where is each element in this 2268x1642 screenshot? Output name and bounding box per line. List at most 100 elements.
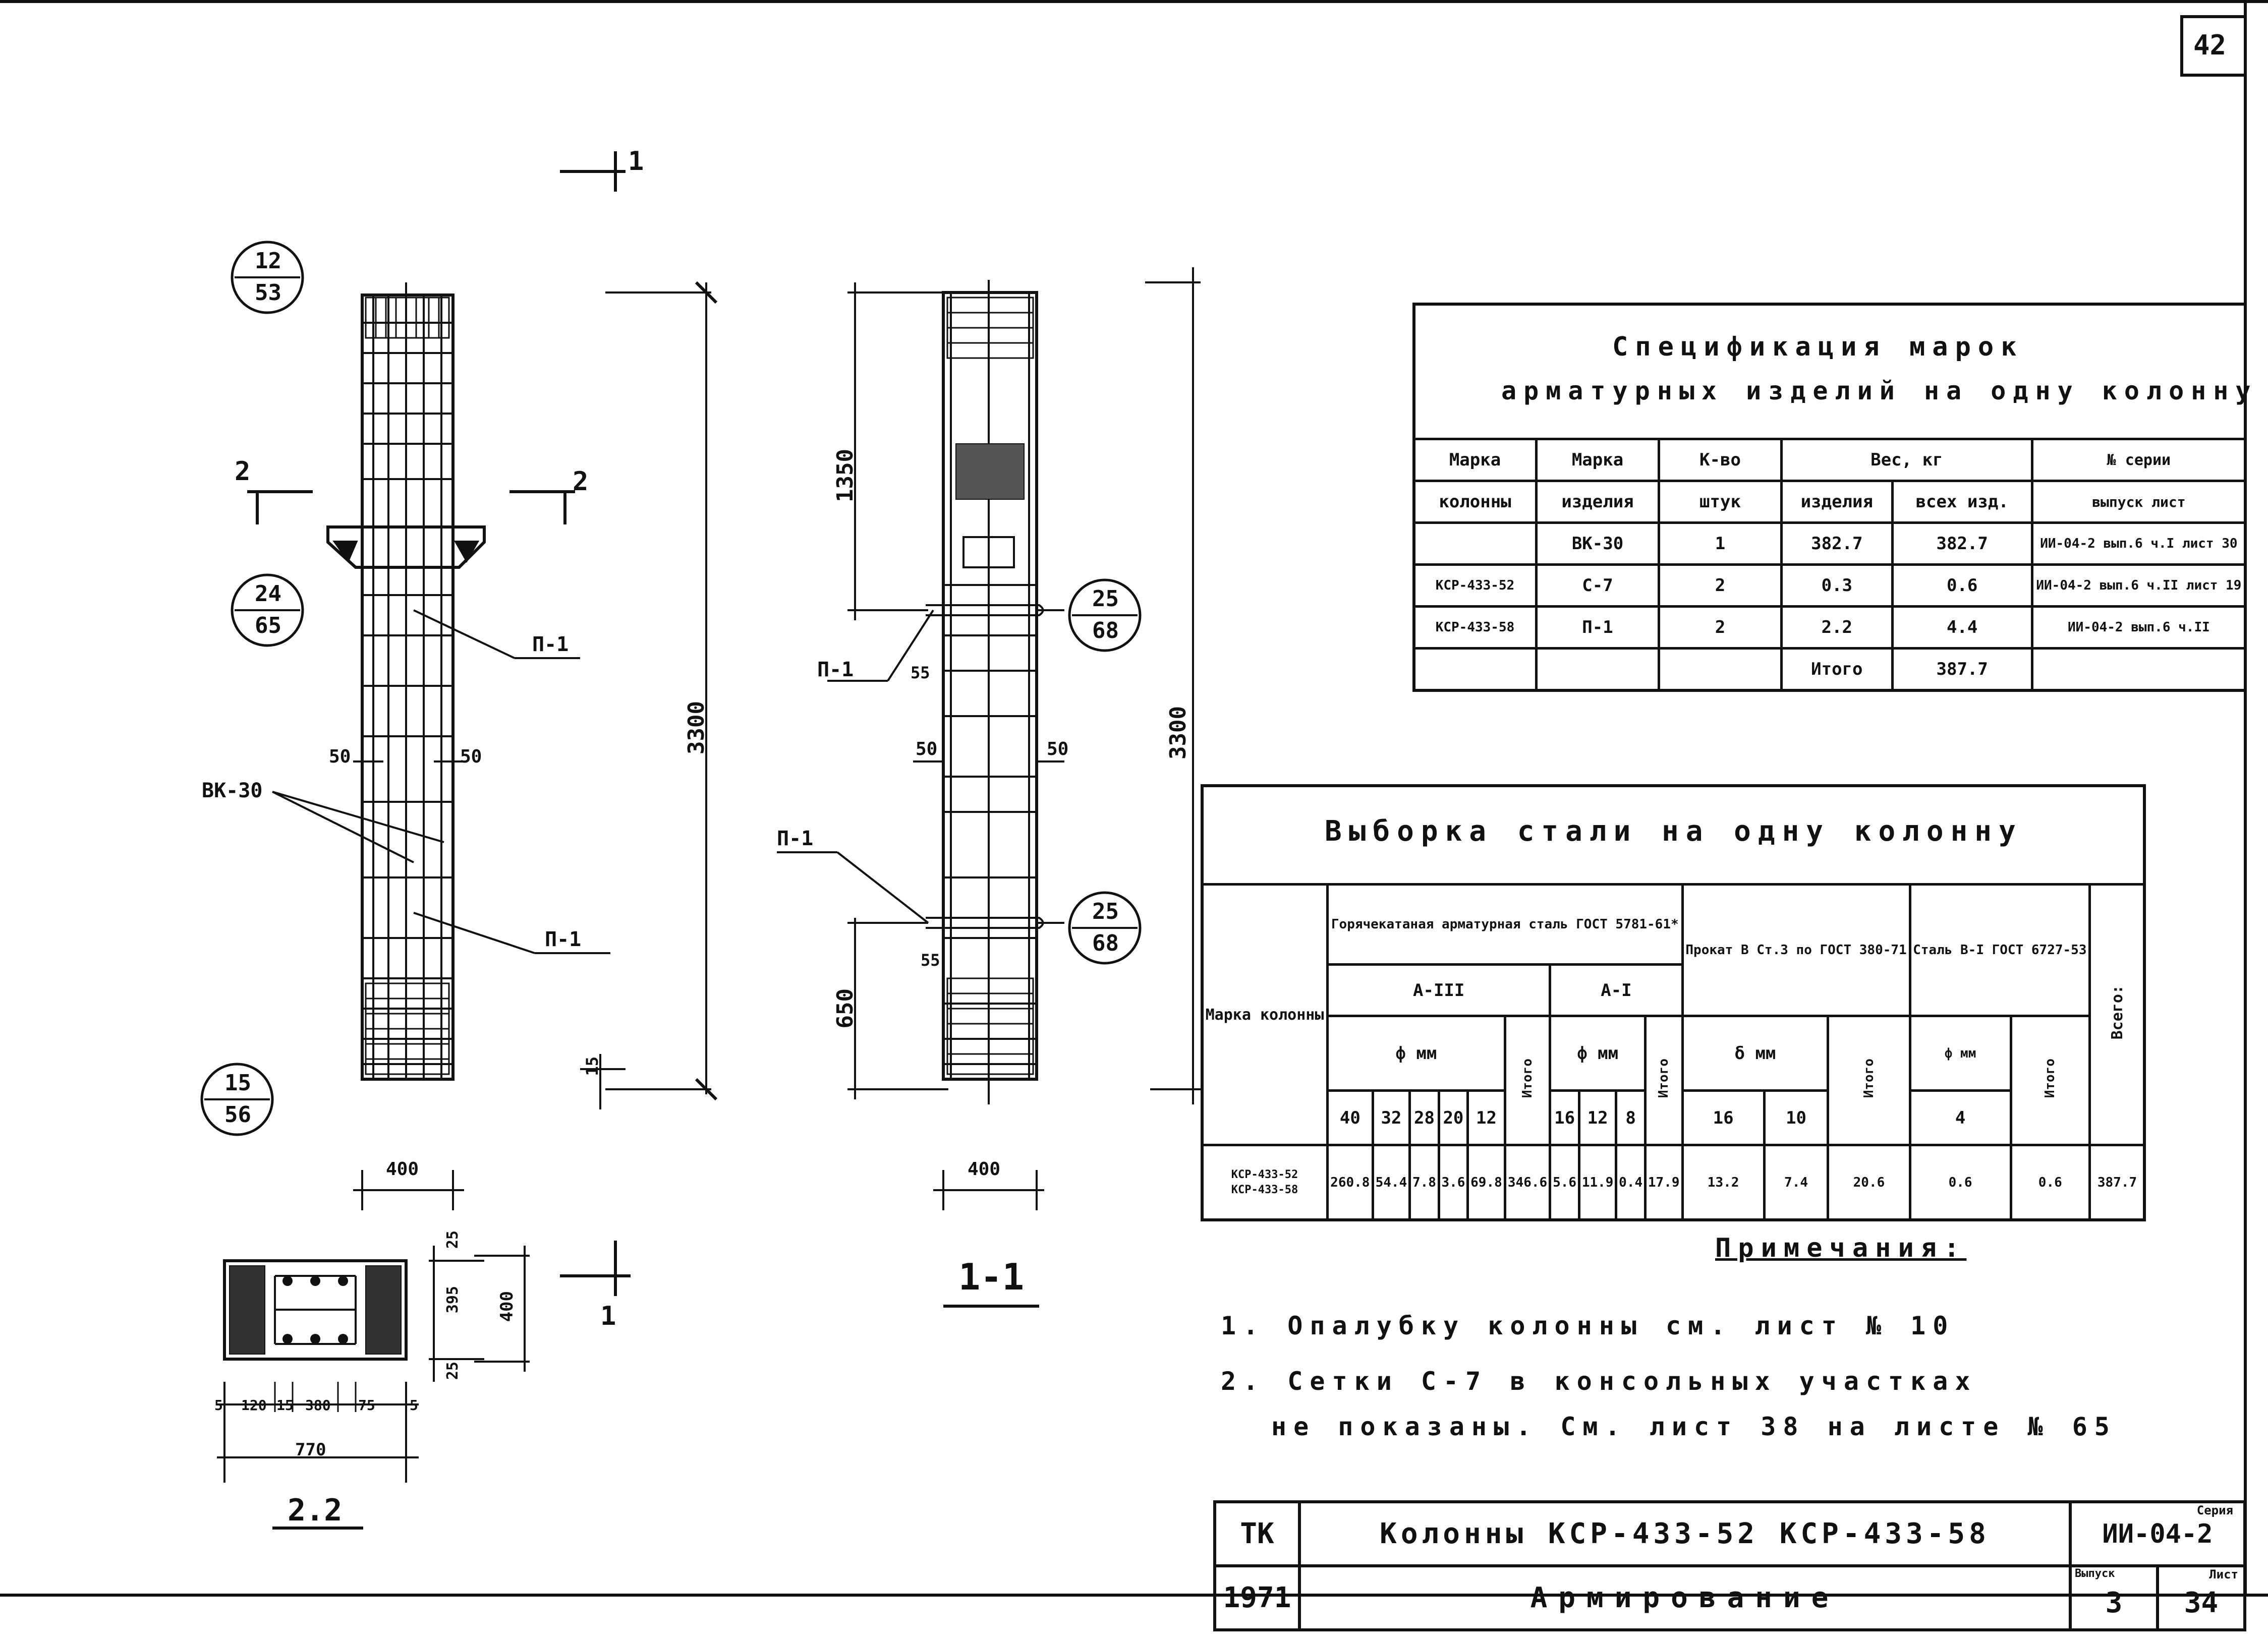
dim-50-left-a: 50 bbox=[329, 746, 351, 767]
dim-770: 770 bbox=[295, 1440, 326, 1460]
spec-row1-w-item: 382.7 bbox=[1780, 521, 1894, 566]
dim-50-right-b: 50 bbox=[1047, 739, 1069, 759]
dim-25-top: 25 bbox=[444, 1230, 462, 1249]
dim-3300-right: 3300 bbox=[1165, 706, 1191, 759]
title-block: ТК Колонны КСР-433-52 КСР-433-58 Серия И… bbox=[1213, 1500, 2246, 1631]
vyb-wire-phi: ф мм bbox=[1908, 1015, 2012, 1092]
tb-issue: 3 bbox=[2105, 1587, 2123, 1619]
vyb-v-r-16: 13.2 bbox=[1681, 1144, 1766, 1221]
vyb-d-w-4: 4 bbox=[1908, 1089, 2012, 1147]
tb-issue-cell: Выпуск 3 bbox=[2069, 1564, 2159, 1631]
spec-col-mark-h2: колонны bbox=[1412, 480, 1538, 524]
right-frame-line bbox=[2244, 0, 2247, 1597]
spec-row3-ref: ИИ-04-2 вып.6 ч.II bbox=[2030, 605, 2247, 650]
tb-year: 1971 bbox=[1213, 1564, 1301, 1631]
vyb-a3-phi: ф мм bbox=[1326, 1015, 1506, 1092]
vyb-d-28: 28 bbox=[1408, 1089, 1440, 1147]
vyb-d-40: 40 bbox=[1326, 1089, 1374, 1147]
vyb-rolled-total-h: Итого bbox=[1827, 1015, 1911, 1147]
dim-s-75: 75 bbox=[358, 1397, 375, 1414]
spec-series-sheet-h: лист bbox=[2151, 493, 2186, 510]
top-border bbox=[0, 0, 2268, 3]
spec-row1-qty: 1 bbox=[1658, 521, 1783, 566]
dim-55-a: 55 bbox=[911, 663, 930, 682]
vyb-v-r-total: 20.6 bbox=[1827, 1144, 1911, 1221]
spec-col-mark-2: КСР-433-58 bbox=[1412, 605, 1538, 650]
vyb-grand-total-h: Всего: bbox=[2088, 883, 2146, 1147]
dim-400-right: 400 bbox=[968, 1159, 1001, 1180]
spec-total-label: Итого bbox=[1780, 647, 1894, 691]
tb-sheet-label: Лист bbox=[2209, 1567, 2238, 1581]
cut-1-bottom-label: 1 bbox=[600, 1301, 616, 1331]
page-number: 42 bbox=[2193, 29, 2227, 61]
vyb-v-12: 69.8 bbox=[1466, 1144, 1506, 1221]
spec-col-mark-h1: Марка bbox=[1412, 438, 1538, 482]
bottom-border bbox=[0, 1594, 2268, 1597]
spec-table: Марка Марка К-во Вес, кг № серии колонны… bbox=[1412, 438, 2247, 691]
spec-total-empty-1 bbox=[1412, 647, 1538, 691]
dim-s-120: 120 bbox=[241, 1397, 267, 1414]
vyb-v-a1-16: 5.6 bbox=[1549, 1144, 1580, 1221]
vyb-v-32: 54.4 bbox=[1371, 1144, 1411, 1221]
vyb-d-r-16: 16 bbox=[1681, 1089, 1766, 1147]
spec-row2-ref: ИИ-04-2 вып.6 ч.II лист 19 bbox=[2030, 563, 2247, 608]
vyb-v-28: 7.8 bbox=[1408, 1144, 1440, 1221]
vyb-row-mark-1: КСР-433-52 bbox=[1231, 1168, 1298, 1181]
mark-p1-label-d: П-1 bbox=[777, 827, 814, 850]
vyb-group3: Сталь В-I ГОСТ 6727-53 bbox=[1908, 883, 2091, 1018]
vyb-d-20: 20 bbox=[1437, 1089, 1469, 1147]
vyb-v-w-total: 0.6 bbox=[2009, 1144, 2091, 1221]
vyb-a3-h: А-III bbox=[1326, 963, 1552, 1018]
spec-row1-ref: ИИ-04-2 вып.6 ч.I лист 30 bbox=[2030, 521, 2247, 566]
vyborka-table: Марка колонны Горячекатаная арматурная с… bbox=[1201, 883, 2146, 1221]
spec-series-h1: № серии bbox=[2030, 438, 2247, 482]
bubble-25-68-bottom-b: 68 bbox=[1092, 930, 1119, 956]
cut-2-left-label: 2 bbox=[235, 456, 251, 487]
bubble-25-68-top-b: 25 bbox=[1092, 899, 1119, 924]
page-number-box: 42 bbox=[2180, 15, 2244, 77]
vyb-a1-h: А-I bbox=[1549, 963, 1684, 1018]
dim-395: 395 bbox=[444, 1286, 462, 1314]
spec-total-value: 387.7 bbox=[1891, 647, 2033, 691]
vyb-d-a1-16: 16 bbox=[1549, 1089, 1580, 1147]
vyb-v-40: 260.8 bbox=[1326, 1144, 1374, 1221]
reinforcement-drawing bbox=[200, 151, 1201, 1530]
vyb-v-a1-total: 17.9 bbox=[1643, 1144, 1684, 1221]
dim-s-5-right: 5 bbox=[410, 1397, 418, 1414]
spec-row3-w-all: 4.4 bbox=[1891, 605, 2033, 650]
section-1-1-label: 1-1 bbox=[958, 1256, 1025, 1298]
vyb-wire-total-h: Итого bbox=[2009, 1015, 2091, 1147]
note-3: не показаны. См. лист 38 на листе № 65 bbox=[1271, 1412, 2117, 1441]
spec-col-mark-1: КСР-433-52 bbox=[1412, 563, 1538, 608]
notes-heading: Примечания: bbox=[1715, 1233, 1967, 1263]
vyb-v-a1-12: 11.9 bbox=[1577, 1144, 1618, 1221]
bubble-12-53-bottom: 53 bbox=[255, 280, 281, 306]
tb-title-2: Армирование bbox=[1298, 1564, 2072, 1631]
spec-item-mark-h2: изделия bbox=[1535, 480, 1660, 524]
spec-row2-item: С-7 bbox=[1535, 563, 1660, 608]
tb-series: ИИ-04-2 bbox=[2102, 1518, 2213, 1549]
mark-p1-label-c: П-1 bbox=[817, 658, 854, 681]
dim-400-section: 400 bbox=[497, 1291, 517, 1322]
vyb-rolled-phi: δ мм bbox=[1681, 1015, 1830, 1092]
vyb-d-a1-8: 8 bbox=[1615, 1089, 1647, 1147]
spec-qty-h2: штук bbox=[1658, 480, 1783, 524]
tb-sheet-cell: Лист 34 bbox=[2156, 1564, 2246, 1631]
spec-item-mark-h1: Марка bbox=[1535, 438, 1660, 482]
spec-title-line2: арматурных изделий на одну колонну bbox=[1501, 376, 2258, 405]
vyb-a1-total-h: Итого bbox=[1643, 1015, 1684, 1147]
vyborka-title: Выборка стали на одну колонну bbox=[1325, 815, 2023, 848]
note-1: 1. Опалубку колонны см. лист № 10 bbox=[1221, 1311, 1955, 1340]
tb-series-label: Серия bbox=[2196, 1503, 2233, 1517]
vyb-a3-total-h: Итого bbox=[1503, 1015, 1552, 1147]
spec-series-h2: выпуск лист bbox=[2030, 480, 2247, 524]
section-2-2-label: 2.2 bbox=[288, 1493, 343, 1528]
vyb-v-r-10: 7.4 bbox=[1763, 1144, 1830, 1221]
spec-total-empty-3 bbox=[1658, 647, 1783, 691]
spec-row2-qty: 2 bbox=[1658, 563, 1783, 608]
dim-s-15: 15 bbox=[276, 1397, 294, 1414]
dim-3300-left: 3300 bbox=[684, 701, 709, 754]
vyb-a3-total-label: Итого bbox=[1520, 1059, 1536, 1098]
